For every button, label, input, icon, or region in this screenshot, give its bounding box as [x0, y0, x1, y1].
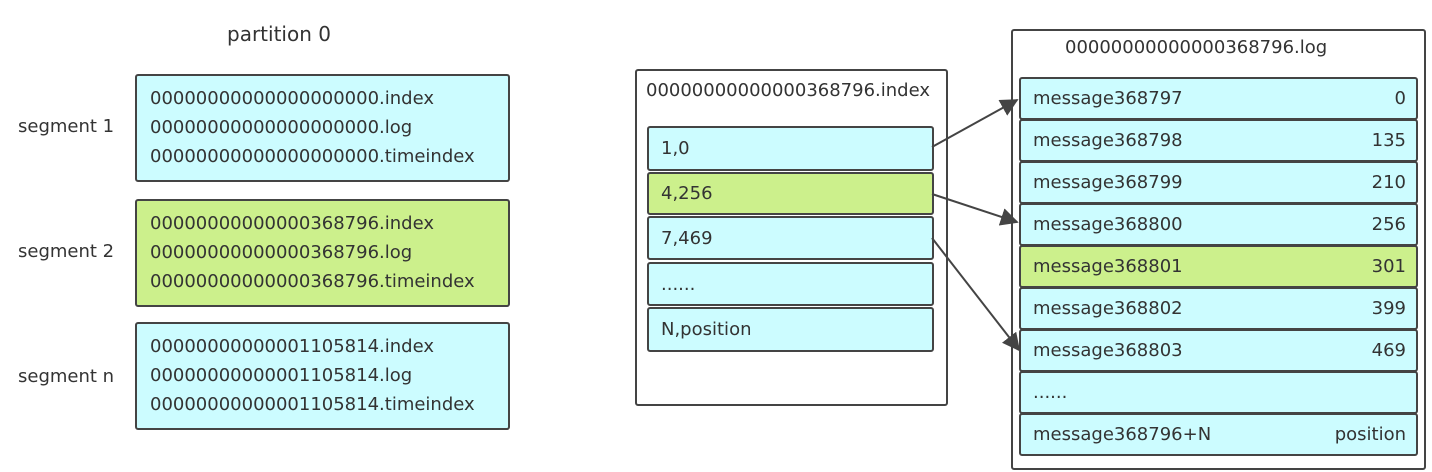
segment-n-box: 00000000000001105814.index 0000000000000…	[135, 322, 510, 430]
segment-n-timeindex-file: 00000000000001105814.timeindex	[150, 394, 475, 415]
log-row-highlighted: message368801 301	[1019, 245, 1418, 288]
log-row-position: 469	[1371, 340, 1406, 361]
segment-1-log-file: 00000000000000000000.log	[150, 117, 413, 138]
log-row-message: message368801	[1033, 256, 1183, 277]
log-row: message368799 210	[1019, 161, 1418, 204]
log-row-message: message368803	[1033, 340, 1183, 361]
index-entry-ellipsis: ......	[647, 262, 934, 306]
log-row-message: message368802	[1033, 298, 1183, 319]
segment-2-timeindex-file: 00000000000000368796.timeindex	[150, 271, 475, 292]
segment-n-index-file: 00000000000001105814.index	[150, 336, 435, 357]
log-row: message368800 256	[1019, 203, 1418, 246]
log-row-message: message368796+N	[1033, 424, 1212, 445]
log-row-position: 210	[1371, 172, 1406, 193]
index-entry: 7,469	[647, 216, 934, 260]
segment-2-index-file: 00000000000000368796.index	[150, 213, 435, 234]
log-row: message368797 0	[1019, 77, 1418, 120]
log-row-ellipsis: ......	[1019, 371, 1418, 414]
log-file-title: 00000000000000368796.log	[1065, 37, 1328, 58]
log-row-last: message368796+N position	[1019, 413, 1418, 456]
log-row-position: 256	[1371, 214, 1406, 235]
partition-title: partition 0	[227, 22, 331, 46]
index-file-title: 00000000000000368796.index	[646, 80, 931, 101]
segment-2-box: 00000000000000368796.index 0000000000000…	[135, 199, 510, 307]
segment-n-log-file: 00000000000001105814.log	[150, 365, 413, 386]
segment-2-log-file: 00000000000000368796.log	[150, 242, 413, 263]
index-entry-last: N,position	[647, 307, 934, 352]
log-row-message: message368798	[1033, 130, 1183, 151]
segment-2-label: segment 2	[18, 241, 115, 262]
log-row-message: ......	[1033, 382, 1068, 403]
log-row-position: 135	[1371, 130, 1406, 151]
index-entry-highlighted: 4,256	[647, 172, 934, 215]
log-row-position: position	[1334, 424, 1406, 445]
index-entry: 1,0	[647, 126, 934, 171]
segment-1-box: 00000000000000000000.index 0000000000000…	[135, 74, 510, 182]
log-row-position: 0	[1394, 88, 1406, 109]
segment-1-timeindex-file: 00000000000000000000.timeindex	[150, 146, 475, 167]
log-row-message: message368799	[1033, 172, 1183, 193]
log-row: message368803 469	[1019, 329, 1418, 372]
segment-1-index-file: 00000000000000000000.index	[150, 88, 435, 109]
segment-1-label: segment 1	[18, 116, 115, 137]
log-row-position: 301	[1371, 256, 1406, 277]
log-row-message: message368797	[1033, 88, 1183, 109]
log-row-message: message368800	[1033, 214, 1183, 235]
segment-n-label: segment n	[18, 366, 115, 387]
log-row: message368798 135	[1019, 119, 1418, 162]
log-row-position: 399	[1371, 298, 1406, 319]
log-row: message368802 399	[1019, 287, 1418, 330]
